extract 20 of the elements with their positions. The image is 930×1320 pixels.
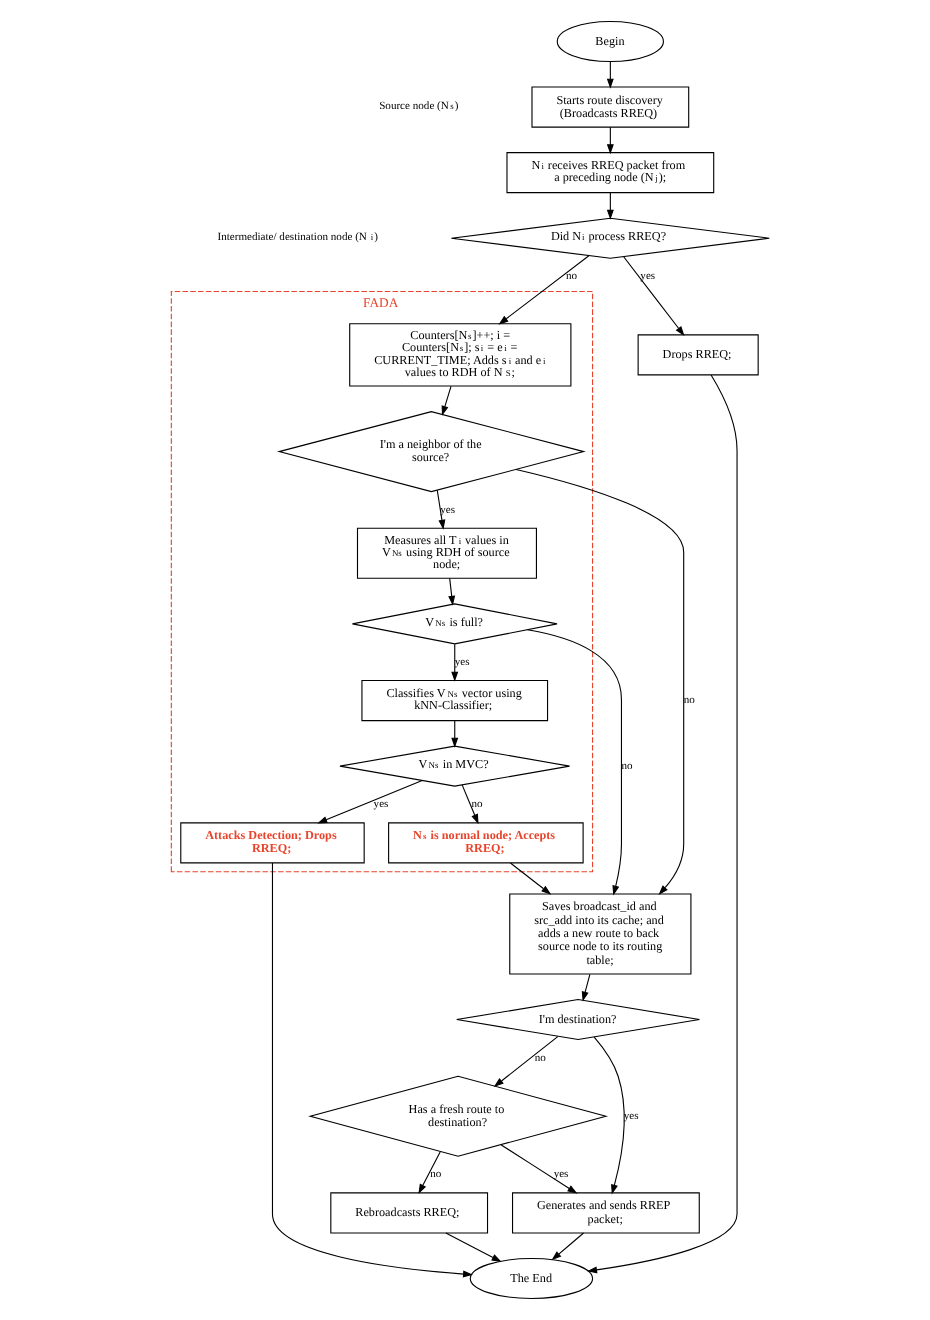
arrow xyxy=(586,374,737,1274)
arrow xyxy=(460,784,478,825)
arrow xyxy=(497,255,589,325)
arrow xyxy=(440,385,451,416)
arrow xyxy=(450,643,458,682)
arrow xyxy=(435,489,445,530)
arrow xyxy=(492,1036,558,1088)
arrow xyxy=(580,973,590,1002)
arrow xyxy=(316,780,422,824)
arrow xyxy=(514,468,684,895)
arrow xyxy=(499,1144,577,1194)
arrow xyxy=(447,577,455,606)
arrow xyxy=(508,862,551,895)
arrow xyxy=(622,256,684,337)
arrow xyxy=(270,862,473,1278)
arrow xyxy=(444,1232,501,1262)
arrow xyxy=(417,1151,440,1195)
arrow xyxy=(592,1036,624,1195)
arrow xyxy=(550,1232,584,1261)
arrow xyxy=(525,629,621,896)
